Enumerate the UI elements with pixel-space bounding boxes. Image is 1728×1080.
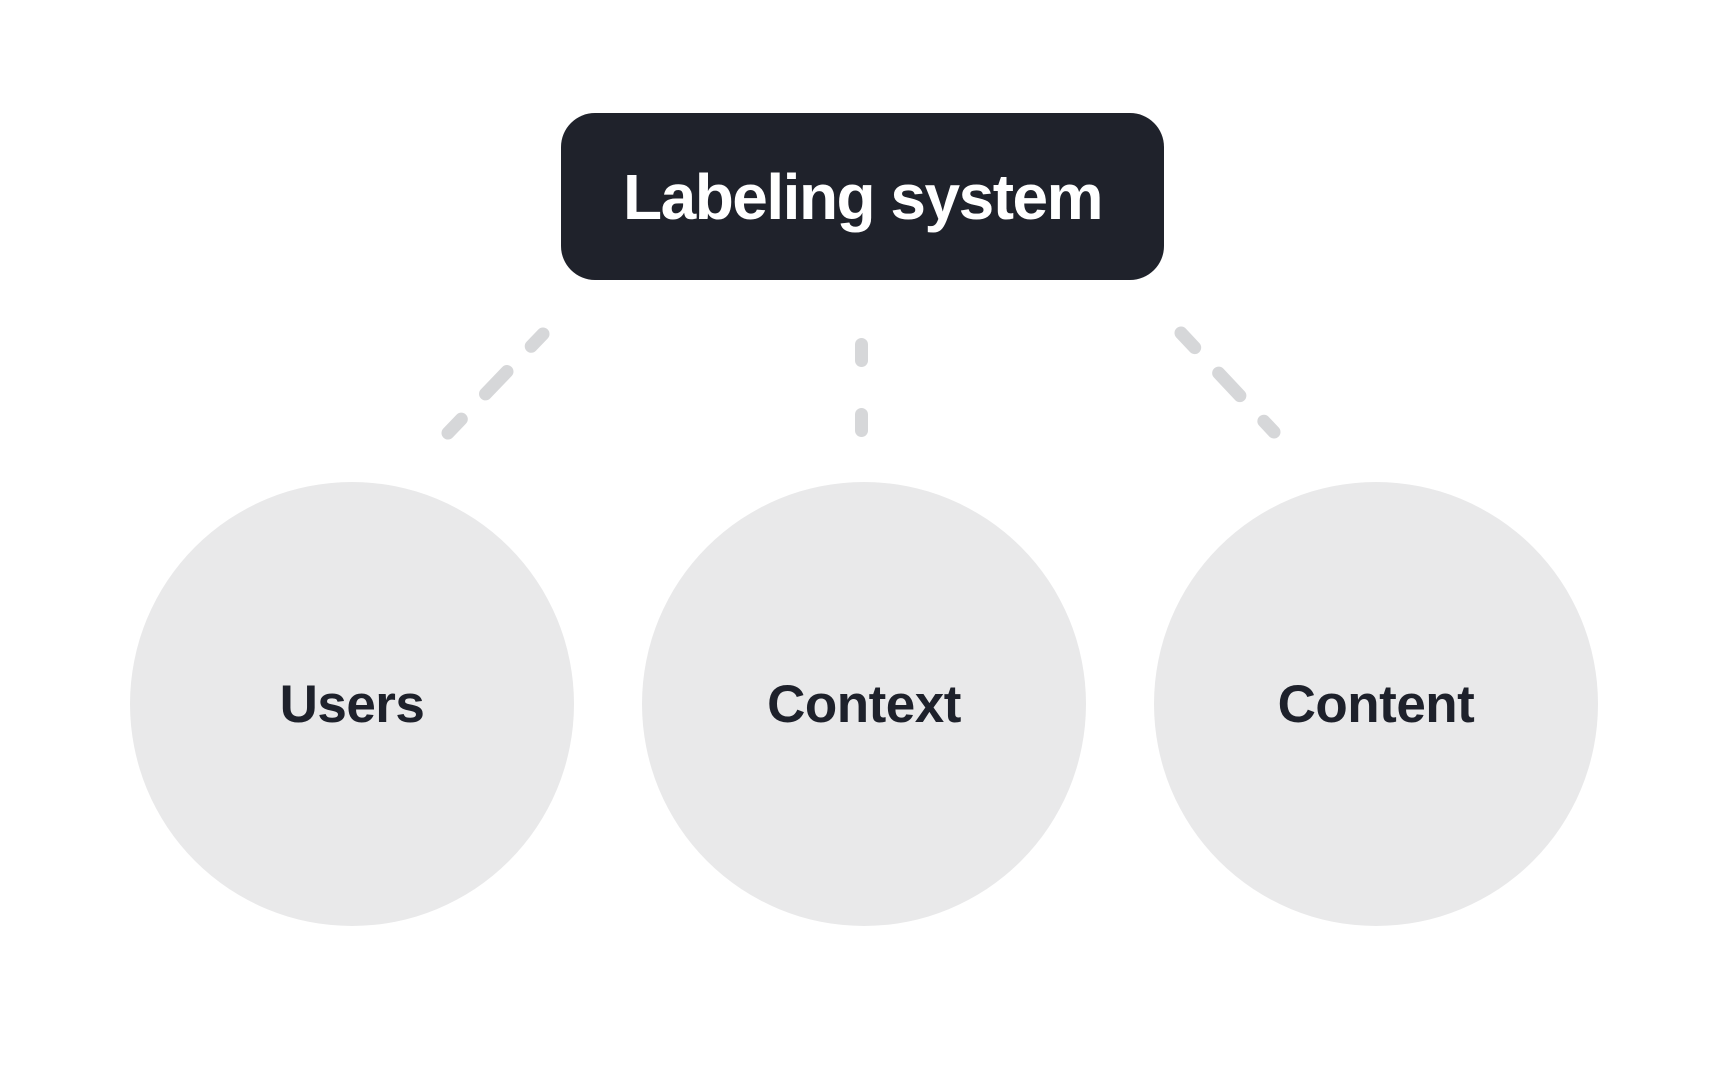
node-content: Content [1154, 482, 1598, 926]
root-node-label: Labeling system [623, 160, 1104, 233]
root-node-labeling-system: Labeling system [561, 113, 1164, 280]
node-users: Users [130, 482, 574, 926]
node-context: Context [642, 482, 1086, 926]
connector-right-dashed-line [1174, 326, 1281, 439]
node-context-label: Context [767, 674, 961, 734]
connector-left-dashed-line [441, 327, 550, 440]
node-content-label: Content [1277, 674, 1475, 734]
node-users-label: Users [279, 674, 425, 734]
